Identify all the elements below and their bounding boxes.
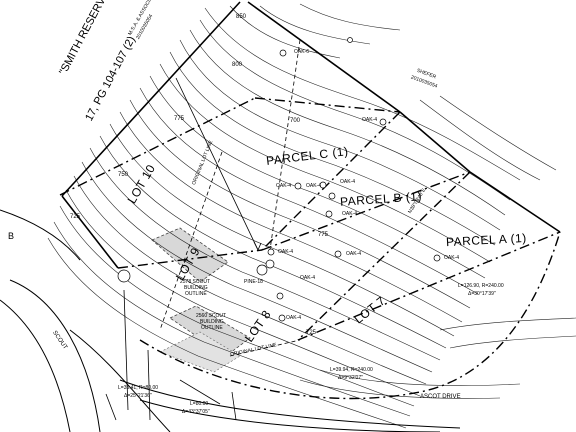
building-2560-line1: 2560 SCOUT — [196, 313, 227, 319]
tree-label: OAK-4 — [278, 249, 294, 255]
curve-4-length: L=80.00 — [190, 401, 209, 407]
tree-label: OAK-4 — [276, 183, 292, 189]
contour-label: 850 — [236, 14, 247, 20]
tree-label: OAK-4 — [444, 255, 460, 261]
street-lines — [0, 209, 461, 432]
tree-label: OAK-4 — [346, 251, 362, 257]
original-lot-lines — [159, 39, 301, 357]
tree-label: OAK-4 — [342, 211, 358, 217]
tree-label: OAK-4 — [362, 117, 378, 123]
building-2578-line1: 2578 SCOUT — [180, 279, 211, 285]
tree-label: OAK-6 — [294, 49, 310, 55]
tree-symbols — [117, 37, 441, 322]
contour-label: 750 — [118, 172, 129, 178]
contour-label: 725 — [70, 214, 81, 220]
contour-label: 775 — [318, 232, 329, 238]
parcel-boundaries — [61, 1, 561, 269]
parcel-dividers — [59, 97, 561, 400]
building-outline-2560-b — [159, 331, 241, 373]
tree-label: OAK-4 — [286, 315, 302, 321]
tree-label: OAK-4 — [340, 179, 356, 185]
street-ascot-label: ASCOT DRIVE — [420, 394, 461, 400]
tree-label: OAK-4 — [300, 275, 316, 281]
contour-label: 725 — [306, 330, 317, 336]
curve-3-delta: Δ=25°21'36" — [124, 393, 152, 399]
contour-label: 700 — [290, 118, 301, 124]
boundary-marker-b: B — [8, 231, 15, 241]
survey-marks — [105, 289, 237, 421]
tree-label: PINE-18 — [244, 279, 263, 285]
curve-1-delta: Δ=30°17'39" — [468, 291, 496, 297]
tree-label: OAK-4 — [306, 183, 322, 189]
contour-label: 800 — [232, 62, 243, 68]
building-2560-line2: BUILDING — [200, 319, 224, 325]
building-2578-line2: BUILDING — [184, 285, 208, 291]
building-2560-line3: OUTLINE — [201, 325, 223, 331]
curve-1-length: L=126.90, R=240.00 — [458, 283, 504, 289]
building-outline-2578 — [151, 227, 229, 283]
curve-3-length: L=35.41, R=80.00 — [118, 385, 159, 391]
leader-line — [175, 77, 262, 251]
building-2578-line3: OUTLINE — [185, 291, 207, 297]
curve-2-length: L=39.94, R=240.00 — [330, 367, 373, 373]
curve-4-delta: Δ=43°37'05" — [182, 409, 210, 415]
contour-label: 775 — [174, 116, 185, 122]
curve-2-delta: Δ=9°32'07" — [338, 375, 363, 381]
contour-lines — [47, 3, 576, 429]
